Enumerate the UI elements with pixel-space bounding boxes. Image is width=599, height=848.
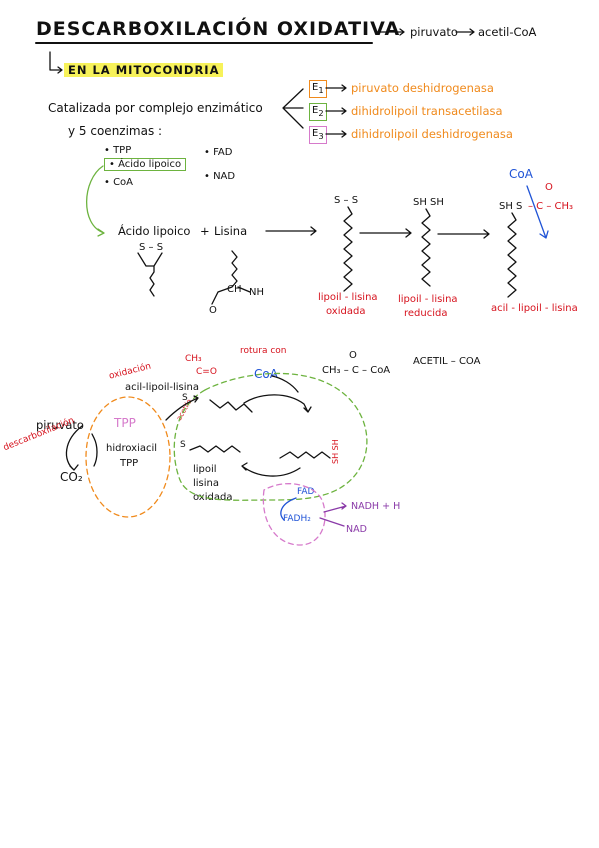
cycle-chain-oxidized <box>189 445 241 453</box>
location-label: EN LA MITOCONDRIA <box>64 63 224 77</box>
catalyzed-text: Catalizada por complejo enzimático <box>48 101 263 115</box>
label-oxidada-2: oxidada <box>326 306 366 317</box>
acyl-shs: SH S <box>499 201 523 212</box>
oxidized-ss: S – S <box>334 195 359 206</box>
reaction-lipoic: Ácido lipoico <box>118 224 191 238</box>
cycle-fad-arrow-icon <box>280 497 297 521</box>
svg-text:S: S <box>182 393 188 403</box>
reaction-plus: + <box>200 224 210 238</box>
enzyme-e2-name: dihidrolipoil transacetilasa <box>351 104 503 118</box>
coenzymes-intro: y 5 coenzimas : <box>68 124 163 138</box>
cycle-lipoil-1: lipoil <box>193 464 217 475</box>
lysine-ch: CH <box>227 284 242 295</box>
reduced-shsh: SH SH <box>413 197 444 208</box>
reaction-arrow-3-icon <box>437 229 490 239</box>
cycle-fad: FAD <box>297 487 315 497</box>
label-reducida-2: reducida <box>404 308 448 319</box>
reaction-arrow-1-icon <box>265 226 317 236</box>
cycle-nadh: NADH + H <box>351 501 401 512</box>
reaction-arrow-2-icon <box>359 228 412 238</box>
cycle-nad-arrow-icon <box>319 517 345 527</box>
summary-piruvato: piruvato <box>410 25 458 39</box>
e3-arrow-icon <box>325 130 347 138</box>
cycle-chain-acyl <box>209 399 253 413</box>
e2-arrow-icon <box>325 107 347 115</box>
lipoic-link-arrow-icon <box>85 165 105 237</box>
lipoic-ss: S – S <box>139 242 164 253</box>
chain-acyl <box>507 212 517 298</box>
cycle-acetil-name: ACETIL – COA <box>413 356 481 367</box>
cycle-chain-reduced <box>279 451 331 459</box>
page-title: DESCARBOXILACIÓN OXIDATIVA <box>36 18 401 40</box>
coenzyme-lipoic-box: • Ácido lipoico <box>104 158 187 171</box>
summary-arrow-2-icon <box>455 28 475 36</box>
label-acil-lipoil-lisina: acil - lipoil - lisina <box>491 303 578 314</box>
e2-cycle-outline <box>173 372 368 501</box>
cycle-fadh2: FADH₂ <box>283 514 311 524</box>
summary-arrow-1-icon <box>377 28 405 36</box>
cycle-tpp-arrow-icon <box>91 433 98 467</box>
acyl-ch3: – C – CH₃ <box>528 201 574 212</box>
cycle-acetil-formula: CH₃ – C – CoA <box>322 365 391 376</box>
cycle-hidroxiacil-2: TPP <box>120 458 139 469</box>
enzyme-e1-box: E1 <box>309 80 327 98</box>
e1-cycle-outline <box>85 396 171 518</box>
e1-arrow-icon <box>325 84 347 92</box>
coenzyme-fad: • FAD <box>204 147 233 158</box>
enzymes-brace <box>282 88 304 129</box>
coenzyme-tpp: • TPP <box>104 145 132 156</box>
chain-reduced <box>421 208 431 287</box>
cycle-nad: NAD <box>346 524 367 535</box>
cycle-coa-in-icon <box>271 375 299 393</box>
coenzyme-coa: • CoA <box>104 177 134 188</box>
e3-cycle-outline <box>262 483 326 546</box>
cycle-rotura: rotura con <box>240 346 287 356</box>
label-oxidada-1: lipoil - lisina <box>318 292 378 303</box>
cycle-lipoil-2: lisina <box>193 478 220 489</box>
enzyme-e3-name: dihidrolipoil deshidrogenasa <box>351 127 513 141</box>
acyl-coa-label: CoA <box>509 167 533 181</box>
svg-text:SH SH: SH SH <box>331 439 340 464</box>
lysine-structure <box>211 250 238 305</box>
lysine-nh: NH <box>249 287 264 298</box>
summary-acetil-coa: acetil-CoA <box>478 25 537 39</box>
cycle-acil-lipoil: acil-lipoil-lisina <box>125 382 199 393</box>
cycle-lipoil-3: oxidada <box>193 492 233 503</box>
cycle-co2: CO₂ <box>60 470 83 484</box>
cycle-coa-arrow-icon <box>243 394 312 413</box>
lysine-nh-bond <box>237 286 251 293</box>
cycle-hidroxiacil-1: hidroxiacil <box>106 443 158 454</box>
acyl-o: O <box>545 182 553 193</box>
cycle-acetil-o: O <box>349 350 357 361</box>
enzyme-e3-box: E3 <box>309 126 327 144</box>
cycle-ch3: CH₃ <box>185 354 202 364</box>
cycle-co: C=O <box>196 367 217 377</box>
cycle-tpp: TPP <box>114 416 136 430</box>
label-reducida-1: lipoil - lisina <box>398 294 458 305</box>
lipoic-structure <box>137 252 163 297</box>
lysine-o: O <box>209 305 217 316</box>
reaction-lysine: Lisina <box>214 224 248 238</box>
cycle-co2-arrow-icon <box>65 425 83 471</box>
cycle-to-acyl-arrow-icon <box>165 395 199 421</box>
coenzyme-nad: • NAD <box>204 171 236 182</box>
coa-attack-arrow-icon <box>526 185 549 239</box>
cycle-nadh-arrow-icon <box>323 502 347 513</box>
location-arrow-icon <box>49 51 63 74</box>
cycle-piruvato: piruvato <box>36 418 84 432</box>
cycle-back-arrow-icon <box>241 462 301 477</box>
svg-text:S: S <box>180 440 186 450</box>
chain-oxidized <box>343 206 353 292</box>
enzyme-e2-box: E2 <box>309 103 327 121</box>
enzyme-e1-name: piruvato deshidrogenasa <box>351 81 494 95</box>
